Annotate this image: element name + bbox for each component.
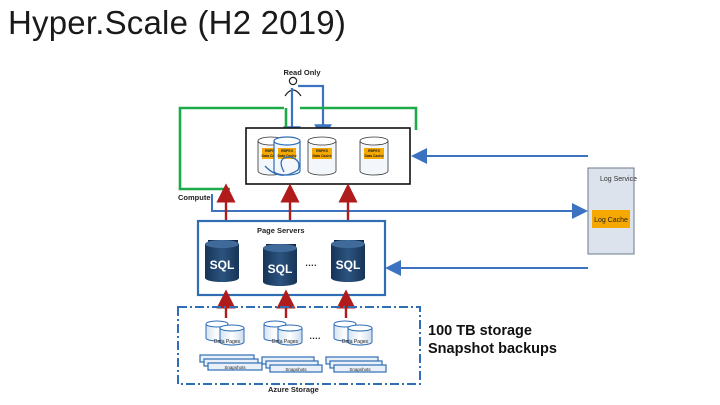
- storage-note-backups: Snapshot backups: [428, 341, 557, 357]
- azure-storage-label: Azure Storage: [268, 385, 319, 394]
- data-cache-label: Data Cache: [261, 154, 280, 158]
- storage-note-capacity: 100 TB storage: [428, 323, 532, 339]
- read-only-label: Read Only: [283, 68, 321, 77]
- data-cache-label: Data Cache: [277, 154, 296, 158]
- data-pages-group-2: Data Pages Snapshots: [261, 320, 323, 373]
- data-pages-label: Data Pages: [272, 339, 299, 345]
- rbpex-label: RBPEX: [368, 149, 381, 153]
- page-servers-box: Page Servers SQL SQL …. SQL: [196, 219, 387, 297]
- azure-storage-box: Azure Storage Data Pages Snapshots Data …: [177, 306, 421, 394]
- snapshots-label: Snapshots: [224, 365, 246, 370]
- rbpex-label: RBPEX: [316, 149, 329, 153]
- slide-title: Hyper.Scale (H2 2019): [8, 4, 347, 41]
- read-only-connector-right: [298, 84, 332, 142]
- data-pages-label: Data Pages: [214, 339, 241, 345]
- sql-icon-1: SQL: [205, 240, 239, 282]
- data-cache-label: Data Cache: [364, 154, 383, 158]
- data-pages-label: Data Pages: [342, 339, 369, 345]
- compute-nodes-box: RBPEX Data Cache RBPEX Data Cache RBPEX …: [245, 127, 411, 185]
- data-cache-label: Data Cache: [312, 154, 331, 158]
- rbpex-cache-2: RBPEX Data Cache: [273, 136, 301, 176]
- log-service-label: Log Service: [600, 176, 637, 183]
- rbpex-label: RBPEX: [265, 149, 278, 153]
- sql-icon-2: SQL: [263, 244, 297, 286]
- log-cache-label: Log Cache: [594, 217, 628, 224]
- rbpex-label: RBPEX: [281, 149, 294, 153]
- compute-label: Compute: [178, 193, 211, 202]
- storage-ellipsis: ….: [309, 331, 321, 341]
- storage-notes: 100 TB storage Snapshot backups: [428, 322, 557, 358]
- snapshots-label: Snapshots: [285, 367, 307, 372]
- data-pages-group-1: Data Pages Snapshots: [199, 320, 263, 371]
- page-servers-ellipsis: ….: [305, 258, 317, 268]
- log-cache-box: [592, 210, 630, 228]
- snapshots-label: Snapshots: [349, 367, 371, 372]
- data-pages-group-3: Data Pages Snapshots: [325, 320, 387, 373]
- sql-label: SQL: [336, 258, 361, 272]
- page-servers-label: Page Servers: [257, 226, 305, 235]
- sql-label: SQL: [210, 258, 235, 272]
- rbpex-cache-4: RBPEX Data Cache: [359, 136, 389, 176]
- log-service-panel: Log Service Log Cache: [587, 167, 637, 255]
- sql-label: SQL: [268, 262, 293, 276]
- sql-icon-3: SQL: [331, 240, 365, 282]
- rbpex-cache-3: RBPEX Data Cache: [307, 136, 337, 176]
- read-only-user: Read Only: [283, 68, 332, 144]
- replica-swirl: [264, 156, 300, 176]
- compute-to-log-arrow: [211, 194, 588, 219]
- compute-region: Compute: [178, 106, 418, 202]
